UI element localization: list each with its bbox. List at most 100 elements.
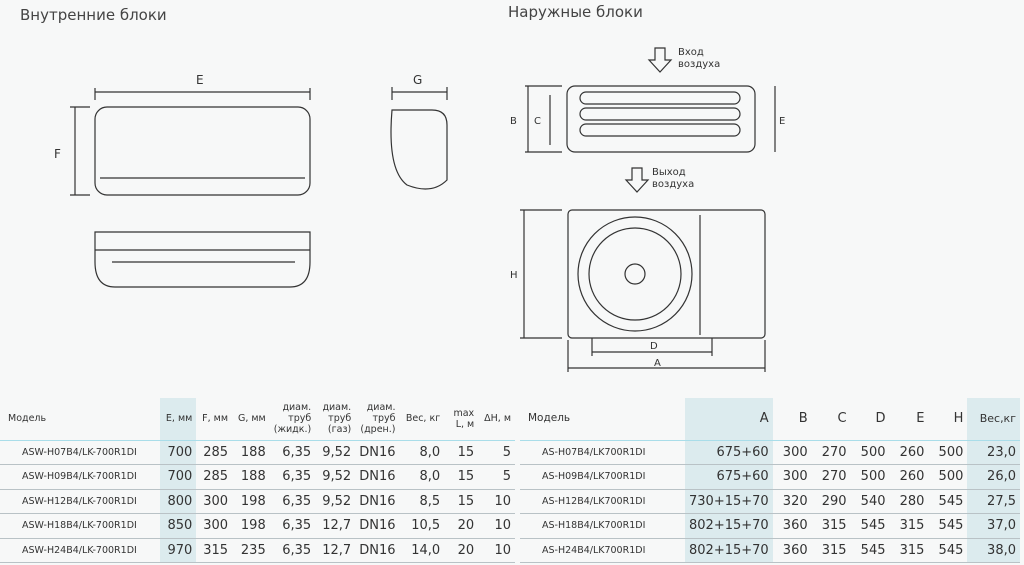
value-cell: 315 [811, 513, 851, 539]
value-cell: 285 [196, 440, 233, 465]
outdoor-units-table: Модель A B C D E H Вес,кг AS-H07B4/LK700… [520, 398, 1020, 563]
value-cell: 360 [772, 513, 812, 539]
table-header-row: Модель A B C D E H Вес,кг [520, 398, 1020, 441]
value-cell: DN16 [355, 513, 400, 539]
model-cell: ASW-H24B4/LK-700R1DI [0, 538, 160, 563]
col-header: ΔH, м [478, 398, 515, 441]
air-out-label-1: Выход [652, 167, 686, 178]
value-cell: 8,0 [399, 440, 445, 465]
value-cell: 500 [850, 440, 890, 465]
value-cell: DN16 [355, 440, 400, 465]
value-cell: 545 [850, 513, 890, 539]
value-cell: DN16 [355, 464, 400, 490]
dim-label-h: H [510, 270, 518, 281]
indoor-unit-side-drawing [390, 87, 448, 190]
value-cell: 300 [772, 464, 812, 490]
value-cell: 20 [444, 538, 479, 563]
value-cell: 5 [478, 464, 515, 490]
model-cell: ASW-H12B4/LK-700R1DI [0, 489, 160, 514]
value-cell: 10 [478, 513, 515, 539]
value-cell: 260 [889, 440, 929, 465]
value-cell: 6,35 [269, 489, 316, 514]
value-cell: 9,52 [315, 489, 356, 514]
air-out-label-2: воздуха [652, 179, 694, 190]
col-header: C [811, 398, 851, 441]
value-cell: 970 [160, 538, 197, 563]
value-cell: 320 [772, 489, 812, 514]
value-cell: 10,5 [399, 513, 445, 539]
value-cell: 300 [772, 440, 812, 465]
value-cell: 675+60 [685, 464, 773, 490]
value-cell: 800 [160, 489, 197, 514]
value-cell: 700 [160, 440, 197, 465]
col-header: H [928, 398, 968, 441]
col-header: Вес, кг [399, 398, 445, 441]
value-cell: 500 [928, 440, 968, 465]
model-cell: ASW-H18B4/LK-700R1DI [0, 513, 160, 539]
col-header: E, мм [160, 398, 197, 441]
value-cell: 500 [928, 464, 968, 490]
value-cell: 15 [444, 440, 479, 465]
value-cell: 10 [478, 538, 515, 563]
col-header: Вес,кг [967, 398, 1020, 441]
col-header: диам. труб (газ) [315, 398, 356, 441]
value-cell: 23,0 [967, 440, 1020, 465]
indoor-unit-bottom-drawing [94, 231, 311, 288]
value-cell: 5 [478, 440, 515, 465]
value-cell: 6,35 [269, 440, 316, 465]
value-cell: 27,5 [967, 489, 1020, 514]
model-cell: AS-H07B4/LK700R1DI [520, 440, 685, 465]
value-cell: 26,0 [967, 464, 1020, 490]
value-cell: 6,35 [269, 538, 316, 563]
value-cell: 6,35 [269, 513, 316, 539]
col-header: F, мм [196, 398, 233, 441]
value-cell: 20 [444, 513, 479, 539]
dim-label-e-outdoor: E [779, 116, 785, 127]
outdoor-unit-top-drawing [525, 47, 776, 193]
col-header: G, мм [232, 398, 270, 441]
col-header: D [850, 398, 890, 441]
value-cell: 280 [889, 489, 929, 514]
dim-label-c: C [534, 116, 541, 127]
value-cell: 270 [811, 440, 851, 465]
value-cell: 675+60 [685, 440, 773, 465]
value-cell: 12,7 [315, 538, 356, 563]
value-cell: 545 [850, 538, 890, 563]
value-cell: 198 [232, 513, 270, 539]
dim-label-f: F [54, 147, 61, 161]
value-cell: 315 [889, 538, 929, 563]
value-cell: DN16 [355, 489, 400, 514]
model-cell: ASW-H09B4/LK-700R1DI [0, 464, 160, 490]
value-cell: DN16 [355, 538, 400, 563]
value-cell: 12,7 [315, 513, 356, 539]
value-cell: 545 [928, 489, 968, 514]
col-header: диам. труб (дрен.) [355, 398, 400, 441]
value-cell: 10 [478, 489, 515, 514]
model-cell: AS-H18B4/LK700R1DI [520, 513, 685, 539]
value-cell: 8,5 [399, 489, 445, 514]
value-cell: 270 [811, 464, 851, 490]
value-cell: 260 [889, 464, 929, 490]
value-cell: 9,52 [315, 440, 356, 465]
value-cell: 315 [811, 538, 851, 563]
air-in-label-2: воздуха [678, 59, 720, 70]
value-cell: 700 [160, 464, 197, 490]
table-header-row: Модель E, мм F, мм G, мм диам. труб (жид… [0, 398, 515, 441]
dim-label-g: G [413, 73, 422, 87]
value-cell: 540 [850, 489, 890, 514]
indoor-units-table: Модель E, мм F, мм G, мм диам. труб (жид… [0, 398, 515, 563]
col-header: E [889, 398, 929, 441]
value-cell: 15 [444, 464, 479, 490]
model-cell: ASW-H07B4/LK-700R1DI [0, 440, 160, 465]
model-cell: AS-H12B4/LK700R1DI [520, 489, 685, 514]
col-header: Модель [0, 398, 160, 441]
value-cell: 802+15+70 [685, 538, 773, 563]
value-cell: 500 [850, 464, 890, 490]
value-cell: 14,0 [399, 538, 445, 563]
value-cell: 188 [232, 440, 270, 465]
